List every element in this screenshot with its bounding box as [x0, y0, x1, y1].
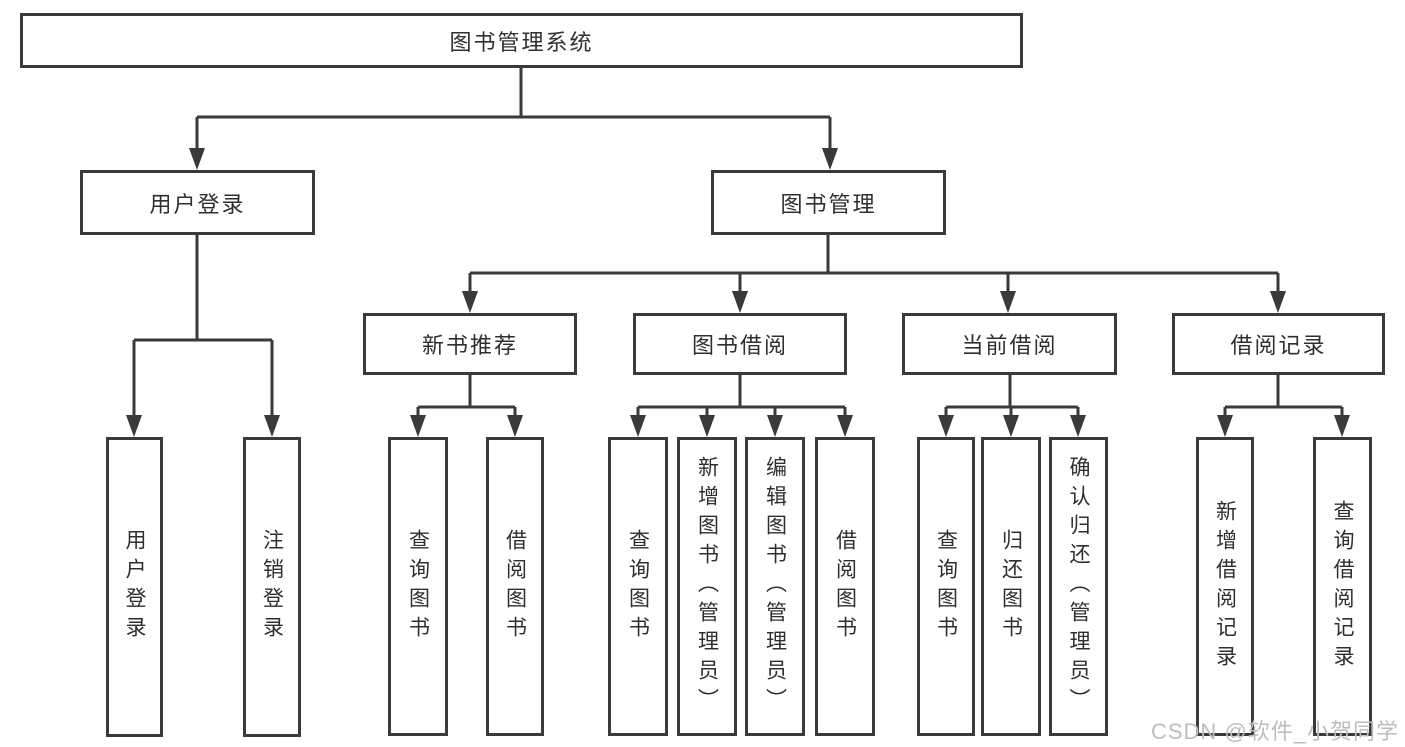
- leaf-borrowing-borrow-books: 借阅图书: [815, 437, 875, 736]
- node-new-book-recommend-label: 新书推荐: [421, 333, 518, 358]
- leaf-borrowing-edit-books-admin: 编辑图书（管理员）: [745, 437, 805, 736]
- leaf-current-query-books-label: 查询图书: [934, 528, 958, 645]
- leaf-logout-label: 注销登录: [260, 529, 284, 645]
- leaf-user-login-label: 用户登录: [123, 529, 147, 645]
- leaf-borrowing-borrow-books-label: 借阅图书: [833, 528, 857, 645]
- csdn-watermark: CSDN @软件_小贺同学: [1150, 719, 1399, 744]
- leaf-records-query-record-label: 查询借阅记录: [1331, 499, 1355, 674]
- node-book-management-label: 图书管理: [780, 191, 877, 217]
- leaf-current-query-books: 查询图书: [917, 437, 975, 736]
- node-root: 图书管理系统: [20, 13, 1023, 68]
- node-user-login: 用户登录: [80, 170, 315, 235]
- node-borrowing-records: 借阅记录: [1172, 313, 1385, 375]
- leaf-borrowing-edit-books-admin-label: 编辑图书（管理员）: [763, 456, 787, 717]
- node-book-management: 图书管理: [711, 170, 946, 235]
- leaf-recommend-query-books: 查询图书: [388, 437, 448, 736]
- node-book-borrowing: 图书借阅: [633, 313, 847, 375]
- leaf-borrowing-query-books-label: 查询图书: [626, 528, 650, 645]
- leaf-records-add-record: 新增借阅记录: [1196, 437, 1254, 736]
- leaf-records-add-record-label: 新增借阅记录: [1213, 499, 1237, 674]
- node-book-borrowing-label: 图书借阅: [691, 333, 788, 358]
- leaf-borrowing-add-books-admin-label: 新增图书（管理员）: [695, 456, 719, 717]
- leaf-current-confirm-return-admin: 确认归还（管理员）: [1049, 437, 1108, 736]
- leaf-records-query-record: 查询借阅记录: [1313, 437, 1372, 736]
- leaf-recommend-borrow-books: 借阅图书: [486, 437, 544, 736]
- arrowhead-icons: [126, 148, 1350, 437]
- node-current-borrowing: 当前借阅: [902, 313, 1117, 375]
- leaf-current-return-books: 归还图书: [981, 437, 1041, 736]
- leaf-recommend-borrow-books-label: 借阅图书: [503, 528, 527, 645]
- node-root-label: 图书管理系统: [449, 29, 594, 55]
- node-current-borrowing-label: 当前借阅: [961, 333, 1058, 358]
- node-user-login-label: 用户登录: [149, 191, 246, 217]
- node-new-book-recommend: 新书推荐: [363, 313, 577, 375]
- leaf-user-login: 用户登录: [106, 437, 163, 737]
- leaf-borrowing-add-books-admin: 新增图书（管理员）: [677, 437, 737, 736]
- node-borrowing-records-label: 借阅记录: [1230, 333, 1327, 358]
- leaf-logout: 注销登录: [243, 437, 301, 737]
- leaf-current-confirm-return-admin-label: 确认归还（管理员）: [1067, 456, 1091, 717]
- leaf-recommend-query-books-label: 查询图书: [406, 528, 430, 645]
- leaf-borrowing-query-books: 查询图书: [608, 437, 668, 736]
- leaf-current-return-books-label: 归还图书: [999, 528, 1023, 645]
